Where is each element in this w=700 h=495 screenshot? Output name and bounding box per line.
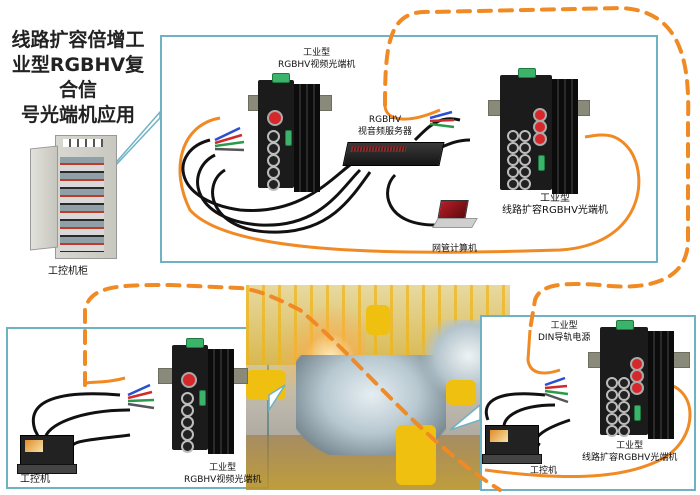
- fiber-top-loop: [178, 116, 641, 254]
- rgbhv-leads-top: [214, 126, 245, 152]
- callout-pointer-factory-left: [268, 384, 286, 413]
- din-power-label: 工业型 DIN导轨电源: [538, 321, 591, 343]
- laptop-screen: [437, 200, 469, 220]
- callout-pointer-factory-right: [449, 403, 481, 431]
- bnc-port: [618, 389, 630, 401]
- nms-laptop: [432, 200, 478, 228]
- bottom-left-transceiver-label: 工业型 RGBHV视频光端机: [184, 463, 262, 485]
- data-terminal: [634, 405, 641, 421]
- ipc-screen: [490, 430, 508, 442]
- fiber-dashed-to-bottom-left: [83, 282, 502, 492]
- bnc-port: [606, 389, 618, 401]
- bottom-right-transceiver-label: 工业型 线路扩容RGBHV光端机: [582, 441, 678, 463]
- diagram-title: 线路扩容倍增工 业型RGBHV复合信 号光端机应用: [8, 28, 148, 128]
- bnc-port: [507, 166, 519, 178]
- robot-arm: [446, 380, 476, 405]
- fiber-bottom-left: [83, 376, 126, 386]
- bnc-port: [507, 142, 519, 154]
- bnc-port: [507, 154, 519, 166]
- bottom-right-ipc: [482, 425, 542, 464]
- fc-fiber-port: [630, 381, 644, 395]
- bottom-right-expansion-transceiver: [600, 320, 674, 439]
- bottom-left-rgbhv-transceiver: [172, 338, 234, 454]
- rgbhv-leads-br: [544, 376, 569, 404]
- ipc-keyboard: [17, 464, 77, 474]
- rgbhv-av-server: [342, 142, 445, 166]
- bnc-port: [606, 377, 618, 389]
- title-line-2: 业型RGBHV复合信: [11, 54, 145, 101]
- bnc-port: [181, 440, 194, 453]
- fc-fiber-port: [267, 110, 283, 126]
- data-terminal: [538, 155, 545, 171]
- cable-br-3: [534, 418, 571, 447]
- bnc-port: [618, 413, 630, 425]
- bnc-port: [519, 154, 531, 166]
- bnc-port: [606, 413, 618, 425]
- rgbhv-server-label: RGBHV 视音频服务器: [358, 115, 413, 137]
- cable-br-1: [484, 392, 546, 421]
- top-rgbhv-transceiver: [258, 73, 320, 192]
- ipc-keyboard: [482, 454, 542, 464]
- power-terminal: [616, 320, 634, 330]
- title-line-1: 线路扩容倍增工: [11, 29, 145, 51]
- bottom-left-ipc: [17, 435, 77, 474]
- power-terminal: [186, 338, 204, 348]
- top-expansion-transceiver: [500, 68, 578, 194]
- data-terminal: [199, 390, 206, 406]
- power-terminal: [518, 68, 536, 78]
- cable-top-3: [211, 168, 372, 234]
- cable-bl-1: [31, 392, 121, 441]
- bottom-left-ipc-label: 工控机: [20, 474, 50, 485]
- laptop-base: [432, 218, 478, 228]
- rgbhv-leads-bl: [127, 383, 155, 410]
- cable-top-2: [196, 153, 362, 227]
- data-terminal: [285, 130, 292, 146]
- power-terminal: [272, 73, 290, 83]
- nms-computer-label: 网管计算机: [432, 244, 478, 254]
- cable-server-to-expansion-1: [413, 117, 461, 142]
- bnc-port: [507, 178, 519, 190]
- ipc-screen: [25, 440, 43, 452]
- bnc-port: [507, 130, 519, 142]
- top-rgbhv-transceiver-label: 工业型 RGBHV视频光端机: [278, 48, 356, 70]
- bnc-port: [519, 142, 531, 154]
- fc-fiber-port: [181, 372, 197, 388]
- cable-bl-3: [68, 433, 131, 451]
- bnc-port: [267, 178, 280, 191]
- bnc-port: [618, 401, 630, 413]
- bnc-port: [519, 166, 531, 178]
- bottom-right-ipc-label: 工控机: [530, 466, 558, 476]
- fiber-bottom-right: [526, 329, 561, 375]
- cabinet-meters: [63, 139, 103, 147]
- title-line-3: 号光端机应用: [20, 104, 135, 126]
- bnc-port: [519, 178, 531, 190]
- control-cabinet-label: 工控机柜: [48, 266, 88, 277]
- bnc-port: [618, 425, 630, 437]
- control-cabinet: [30, 135, 125, 260]
- server-drive-bays: [350, 146, 407, 152]
- cabinet-interior: [60, 157, 104, 252]
- cable-server-to-nms: [386, 173, 436, 227]
- bnc-port: [606, 401, 618, 413]
- fiber-top-to-expansion: [383, 104, 441, 121]
- bnc-port: [606, 425, 618, 437]
- rgbhv-leads-top-right: [429, 110, 455, 129]
- cable-top-1: [181, 138, 351, 212]
- factory-photo: [246, 285, 510, 490]
- fc-fiber-port: [533, 132, 547, 146]
- fiber-dashed-top-to-right: [383, 5, 691, 332]
- fiber-bottom-right-loop: [484, 381, 692, 479]
- top-expansion-transceiver-label: 工业型 线路扩容RGBHV光端机: [502, 193, 608, 216]
- bnc-port: [519, 130, 531, 142]
- bnc-port: [618, 377, 630, 389]
- robot-arm: [366, 305, 390, 335]
